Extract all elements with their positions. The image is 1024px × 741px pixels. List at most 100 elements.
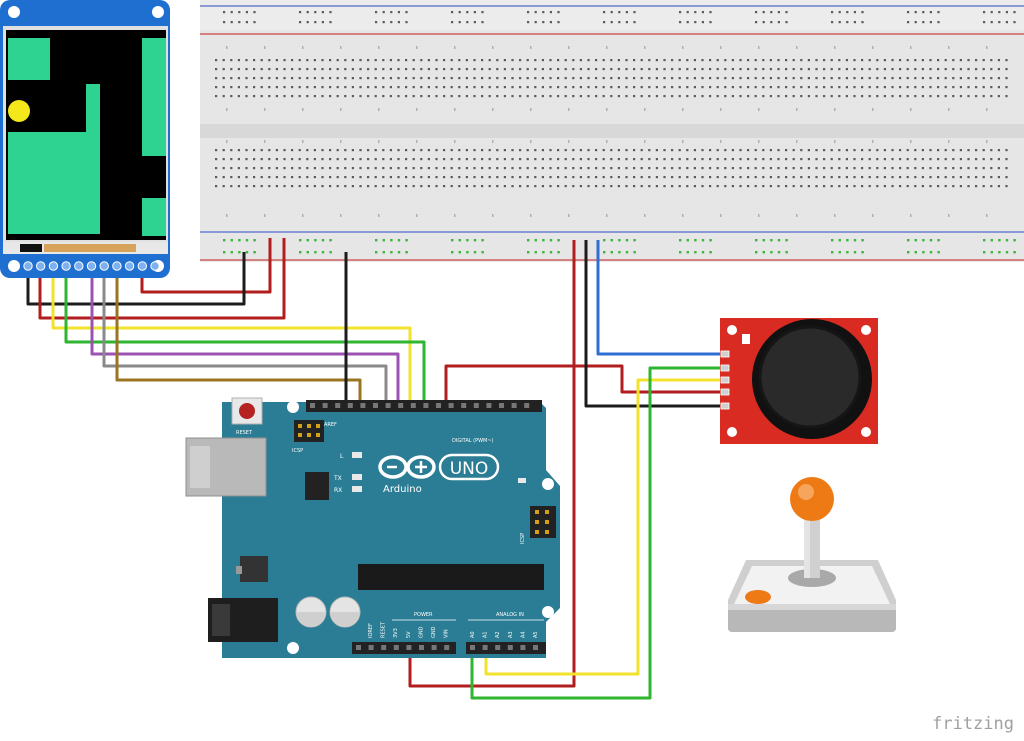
breadboard-hole — [610, 158, 613, 161]
breadboard-rail-hole — [846, 239, 849, 242]
breadboard-hole — [663, 86, 666, 89]
breadboard-tick — [758, 214, 760, 217]
analog-pin-label: A3 — [508, 631, 514, 638]
breadboard-rail-hole — [253, 251, 256, 254]
breadboard-hole — [868, 185, 871, 188]
breadboard-hole — [610, 77, 613, 80]
breadboard-hole — [959, 77, 962, 80]
breadboard-hole — [785, 59, 788, 62]
breadboard-hole — [511, 185, 514, 188]
breadboard-hole — [747, 95, 750, 98]
breadboard-hole — [412, 77, 415, 80]
breadboard-hole — [1005, 86, 1008, 89]
breadboard-hole — [275, 95, 278, 98]
breadboard-hole — [655, 59, 658, 62]
breadboard-hole — [823, 95, 826, 98]
breadboard-hole — [564, 167, 567, 170]
breadboard-rail-hole — [846, 251, 849, 254]
breadboard-hole — [967, 167, 970, 170]
breadboard-hole — [975, 68, 978, 71]
breadboard-hole — [952, 185, 955, 188]
breadboard-hole — [488, 59, 491, 62]
breadboard-hole — [967, 95, 970, 98]
breadboard-hole — [762, 77, 765, 80]
breadboard-hole — [298, 86, 301, 89]
breadboard-rail-hole — [1013, 239, 1016, 242]
breadboard-hole — [929, 185, 932, 188]
breadboard-hole — [754, 149, 757, 152]
lcd-screen — [6, 30, 166, 240]
breadboard-hole — [298, 176, 301, 179]
breadboard-hole — [975, 176, 978, 179]
breadboard-hole — [222, 95, 225, 98]
breadboard-hole — [701, 21, 704, 24]
breadboard-tick — [264, 214, 266, 217]
breadboard-hole — [503, 176, 506, 179]
breadboard-hole — [914, 77, 917, 80]
breadboard-hole — [245, 149, 248, 152]
breadboard-hole — [937, 167, 940, 170]
breadboard-hole — [496, 77, 499, 80]
breadboard-hole — [321, 59, 324, 62]
breadboard-hole — [777, 11, 780, 14]
breadboard-tick — [492, 46, 494, 49]
breadboard-hole — [678, 167, 681, 170]
breadboard-hole — [838, 95, 841, 98]
breadboard-hole — [382, 176, 385, 179]
breadboard-rail-hole — [534, 239, 537, 242]
breadboard-rail-hole — [694, 251, 697, 254]
breadboard-hole — [610, 176, 613, 179]
breadboard-hole — [853, 21, 856, 24]
breadboard-hole — [427, 59, 430, 62]
breadboard-hole — [473, 59, 476, 62]
breadboard-hole — [541, 59, 544, 62]
breadboard-hole — [260, 176, 263, 179]
breadboard-hole — [921, 95, 924, 98]
breadboard-hole — [382, 59, 385, 62]
breadboard-hole — [534, 77, 537, 80]
breadboard-hole — [534, 68, 537, 71]
breadboard-hole — [831, 21, 834, 24]
breadboard-hole — [595, 77, 598, 80]
breadboard-hole — [275, 185, 278, 188]
breadboard-hole — [883, 95, 886, 98]
breadboard-hole — [283, 167, 286, 170]
breadboard-hole — [861, 158, 864, 161]
breadboard-rail-hole — [397, 251, 401, 254]
header-pin — [520, 645, 526, 650]
header-pin — [347, 403, 353, 408]
breadboard-hole — [800, 185, 803, 188]
breadboard-hole — [541, 68, 544, 71]
breadboard-rail-hole — [983, 239, 986, 242]
breadboard-hole — [572, 176, 575, 179]
breadboard-hole — [815, 68, 818, 71]
breadboard-rail-hole — [929, 239, 933, 242]
fritzing-watermark: fritzing — [932, 714, 1014, 734]
breadboard-rail-hole — [998, 251, 1001, 254]
breadboard-hole — [299, 11, 302, 14]
breadboard-hole — [435, 149, 438, 152]
breadboard-hole — [724, 77, 727, 80]
breadboard-hole — [701, 86, 704, 89]
header-pin — [322, 403, 328, 408]
header-pin — [310, 403, 315, 408]
breadboard-hole — [709, 176, 712, 179]
breadboard-hole — [610, 149, 613, 152]
breadboard-hole — [845, 149, 848, 152]
breadboard-hole — [648, 68, 651, 71]
breadboard-hole — [222, 185, 225, 188]
breadboard-hole — [405, 149, 408, 152]
breadboard-hole — [367, 158, 370, 161]
breadboard-hole — [610, 185, 613, 188]
breadboard-hole — [944, 59, 947, 62]
breadboard-rail-hole — [557, 251, 560, 254]
breadboard-hole — [640, 77, 643, 80]
breadboard-hole — [587, 167, 590, 170]
icsp-pin — [535, 520, 539, 524]
breadboard-hole — [921, 167, 924, 170]
breadboard-hole — [625, 185, 628, 188]
breadboard-rail-holes — [223, 239, 1016, 254]
breadboard-hole — [990, 11, 993, 14]
breadboard-hole — [846, 11, 849, 14]
breadboard-hole — [709, 158, 712, 161]
